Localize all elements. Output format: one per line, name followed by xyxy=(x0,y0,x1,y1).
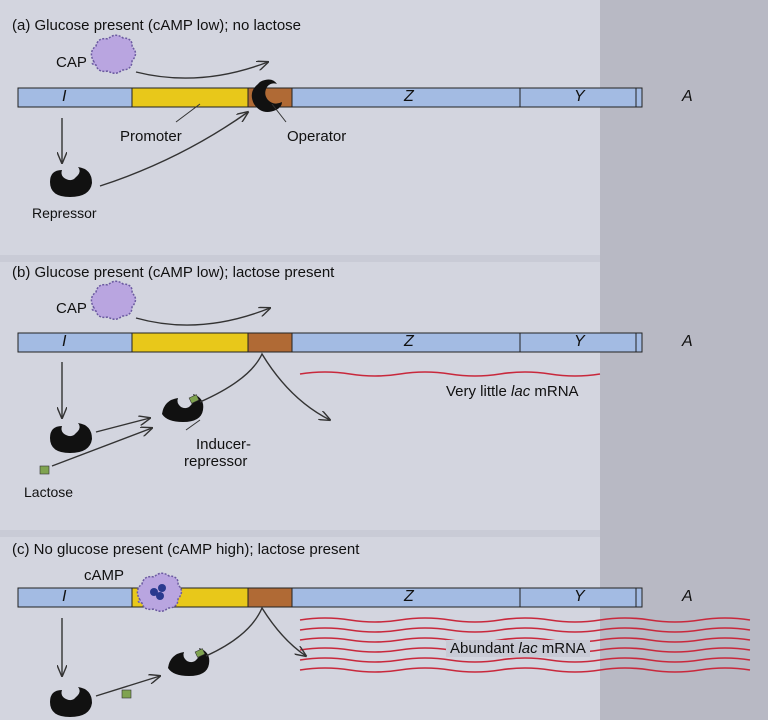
panel-a xyxy=(17,34,643,197)
operator-region-b xyxy=(247,332,293,353)
operator-label: Operator xyxy=(287,128,347,145)
lactose-molecule-b xyxy=(39,465,50,475)
mrna-strand-c-3 xyxy=(299,637,751,643)
inducer-repressor-b xyxy=(162,394,204,422)
gene-z-label-b: Z xyxy=(404,333,414,350)
repressor-bound-a xyxy=(251,79,282,112)
lactose-label: Lactose xyxy=(24,484,74,500)
cap-protein-b xyxy=(90,280,137,320)
gene-i-label-b: I xyxy=(62,333,67,350)
gene-a-label-c: A xyxy=(682,588,693,605)
gene-y-label-c: Y xyxy=(574,588,585,605)
repressor-free-a xyxy=(50,167,92,197)
panel-c-title: (c) No glucose present (cAMP high); lact… xyxy=(12,541,360,558)
panel-c-background xyxy=(0,537,600,720)
gene-i-label-c: I xyxy=(62,588,67,605)
mrna-strand-c-1 xyxy=(299,617,751,623)
gene-y-label-a: Y xyxy=(574,88,585,105)
panel-b-title: (b) Glucose present (cAMP low); lactose … xyxy=(12,264,335,281)
panel-a-title: (a) Glucose present (cAMP low); no lacto… xyxy=(12,17,302,34)
mrna-strand-b xyxy=(299,371,601,377)
dna-strand-b xyxy=(17,332,643,353)
gene-a-label-b: A xyxy=(682,333,693,350)
mrna-label-c-prefix: Abundant xyxy=(450,640,519,657)
camp-label: cAMP xyxy=(84,567,125,584)
mrna-strand-c-2 xyxy=(299,627,751,633)
cap-label-b: CAP xyxy=(56,300,87,317)
cap-protein-a xyxy=(90,34,137,74)
repressor-label: Repressor xyxy=(32,205,97,221)
dna-strand-c xyxy=(17,587,643,608)
lactose-molecule-c xyxy=(121,689,132,699)
gene-z-label-c: Z xyxy=(404,588,414,605)
promoter-region-b xyxy=(131,332,249,353)
mrna-label-c: Abundant lac mRNA xyxy=(446,640,590,657)
gene-a-label-a-right: A xyxy=(682,88,693,105)
panel-c xyxy=(17,572,751,717)
operator-region-c xyxy=(247,587,293,608)
mrna-strand-c-6 xyxy=(299,667,751,673)
repressor-free-c xyxy=(50,687,92,717)
mrna-label-b: Very little lac mRNA xyxy=(446,383,579,400)
inducer-label-line1: Inducer- xyxy=(196,436,252,453)
mrna-label-c-gene: lac xyxy=(518,640,538,657)
mrna-label-b-suffix: mRNA xyxy=(530,383,579,400)
mrna-label-b-gene: lac xyxy=(511,383,531,400)
gene-i-label-a: I xyxy=(62,88,67,105)
repressor-free-b xyxy=(50,423,92,453)
inducer-label-line2: repressor xyxy=(184,453,248,470)
panel-b xyxy=(17,280,643,475)
promoter-label: Promoter xyxy=(120,128,182,145)
cap-label-a: CAP xyxy=(56,54,87,71)
mrna-strand-c-5 xyxy=(299,657,751,663)
gene-y-label-b: Y xyxy=(574,333,585,350)
mrna-label-c-suffix: mRNA xyxy=(537,640,586,657)
promoter-region-a xyxy=(131,87,249,108)
gene-z-label-a: Z xyxy=(404,88,414,105)
inducer-repressor-c xyxy=(168,648,210,676)
mrna-label-b-prefix: Very little xyxy=(446,383,512,400)
dna-strand-a xyxy=(17,87,643,108)
